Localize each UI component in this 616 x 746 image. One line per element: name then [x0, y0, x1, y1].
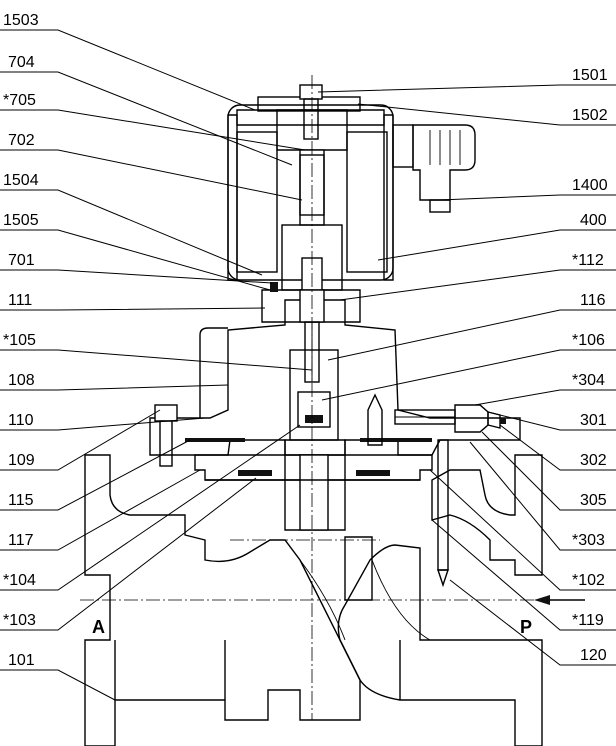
label-103: *103: [3, 612, 36, 629]
label-1400: 1400: [572, 177, 608, 194]
label-101: 101: [8, 652, 35, 669]
label-105: *105: [3, 332, 36, 349]
label-304: *304: [572, 372, 605, 389]
part-labels-left: 1503 704 *705 702 1504 1505 701 111 *105…: [3, 12, 39, 669]
label-705: *705: [3, 92, 36, 109]
leader-lines-right: [317, 84, 616, 666]
valve-bonnet: [149, 299, 521, 588]
label-109: 109: [8, 452, 35, 469]
label-112: *112: [572, 252, 604, 269]
label-117: 117: [8, 532, 34, 549]
label-303: *303: [572, 532, 605, 549]
leader-lines-left: [0, 29, 313, 701]
label-704: 704: [8, 54, 35, 71]
label-305: 305: [580, 492, 607, 509]
label-110: 110: [8, 412, 34, 429]
label-116: 116: [580, 292, 606, 309]
port-label-a: A: [92, 617, 105, 637]
label-111: 111: [8, 292, 32, 309]
center-lines: [80, 75, 560, 720]
label-119: *119: [572, 612, 604, 629]
part-labels-right: 1501 1502 1400 400 *112 116 *106 *304 30…: [572, 67, 608, 664]
label-400: 400: [580, 212, 607, 229]
label-1502: 1502: [572, 107, 608, 124]
flow-arrow: [534, 595, 585, 605]
port-label-p: P: [520, 617, 532, 637]
label-108: 108: [8, 372, 35, 389]
label-702: 702: [8, 132, 35, 149]
label-1503: 1503: [3, 12, 39, 29]
label-104: *104: [3, 572, 36, 589]
label-106: *106: [572, 332, 605, 349]
diaphragm-assembly: [194, 439, 433, 531]
label-701: 701: [8, 252, 35, 269]
label-1501: 1501: [572, 67, 608, 84]
label-301: 301: [580, 412, 607, 429]
port-labels: A P: [92, 617, 532, 637]
label-1504: 1504: [3, 172, 39, 189]
solenoid-coil-housing: [227, 84, 394, 383]
label-115: 115: [8, 492, 34, 509]
label-120: 120: [580, 647, 607, 664]
label-302: 302: [580, 452, 607, 469]
label-102: *102: [572, 572, 605, 589]
label-1505: 1505: [3, 212, 39, 229]
